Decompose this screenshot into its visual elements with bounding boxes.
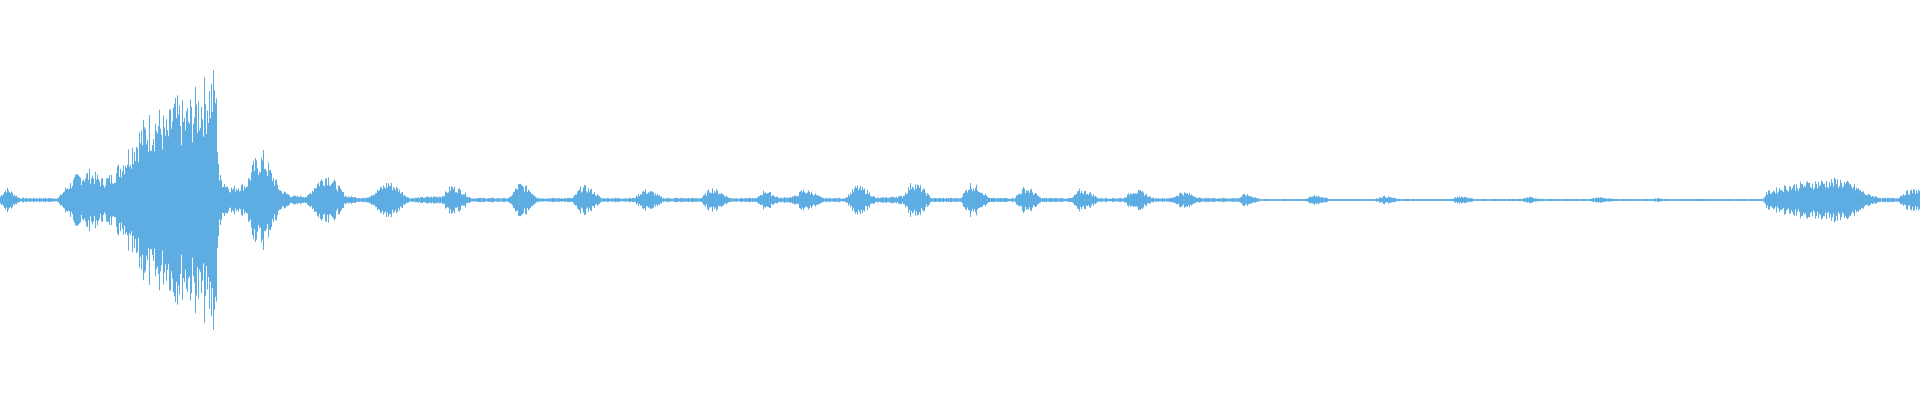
waveform-bars <box>0 70 1920 330</box>
